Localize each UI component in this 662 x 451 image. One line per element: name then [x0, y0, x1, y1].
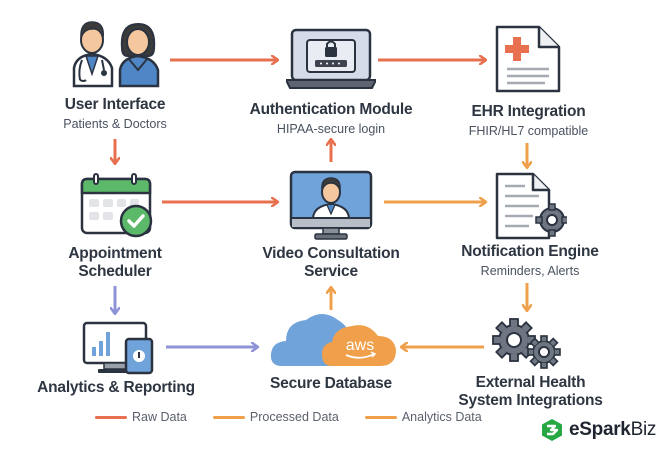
- gears-icon: [492, 318, 561, 369]
- brand-suffix: Biz: [630, 419, 657, 440]
- node-title: Analytics & Reporting: [37, 379, 195, 396]
- node-user-interface: User Interface Patients & Doctors: [30, 96, 200, 132]
- aws-cloud-icon: aws: [270, 314, 396, 366]
- analytics-devices-icon: [82, 321, 154, 375]
- node-subtitle: Reminders, Alerts: [480, 264, 580, 278]
- laptop-lock-icon: [286, 28, 376, 89]
- node-subtitle: Patients & Doctors: [63, 117, 167, 131]
- node-title-line2: Service: [304, 263, 358, 280]
- calendar-check-icon: [80, 173, 153, 238]
- legend-item-analytics: Analytics Data: [364, 410, 482, 424]
- node-title-line1: Appointment: [68, 245, 162, 262]
- node-title-line2: Scheduler: [78, 263, 152, 280]
- brand-name: eSparkBiz: [569, 419, 656, 441]
- node-title-line2: System Integrations: [458, 392, 603, 409]
- aws-label: aws: [346, 337, 374, 354]
- esparkbiz-logo-icon: [542, 419, 562, 441]
- document-gear-icon: [495, 172, 567, 240]
- node-title: EHR Integration: [471, 103, 586, 120]
- legend-label: Analytics Data: [401, 410, 482, 424]
- node-title-line1: External Health: [475, 374, 586, 391]
- legend-swatch: [212, 415, 245, 419]
- node-title-line1: Video Consultation: [262, 245, 400, 262]
- node-appointment-scheduler: Appointment Scheduler: [40, 245, 190, 281]
- node-title: Secure Database: [270, 375, 392, 392]
- legend-item-raw: Raw Data: [95, 410, 187, 424]
- node-authentication: Authentication Module HIPAA-secure login: [226, 101, 436, 137]
- node-notification-engine: Notification Engine Reminders, Alerts: [450, 243, 610, 279]
- node-secure-database: Secure Database: [246, 375, 416, 393]
- legend-item-processed: Processed Data: [212, 410, 339, 424]
- legend: Raw Data Processed Data Analytics Data: [95, 410, 508, 424]
- brand-logo: eSparkBiz: [540, 418, 656, 442]
- legend-label: Processed Data: [249, 410, 339, 424]
- node-ehr-integration: EHR Integration FHIR/HL7 compatible: [446, 103, 611, 139]
- node-external-health: External Health System Integrations: [448, 374, 613, 410]
- node-subtitle: FHIR/HL7 compatible: [468, 124, 589, 138]
- node-title: User Interface: [64, 96, 166, 113]
- monitor-doctor-icon: [289, 170, 373, 240]
- brand-prefix: eSpark: [569, 419, 631, 440]
- node-subtitle: HIPAA-secure login: [276, 122, 386, 136]
- node-title: Notification Engine: [461, 243, 599, 260]
- legend-label: Raw Data: [132, 410, 187, 424]
- node-title: Authentication Module: [249, 101, 413, 118]
- node-analytics-reporting: Analytics & Reporting: [26, 379, 206, 397]
- node-video-consultation: Video Consultation Service: [236, 245, 426, 281]
- medical-document-icon: [495, 25, 561, 93]
- legend-swatch: [364, 415, 397, 419]
- legend-swatch: [95, 415, 127, 419]
- doctor-patient-icon: [72, 21, 160, 88]
